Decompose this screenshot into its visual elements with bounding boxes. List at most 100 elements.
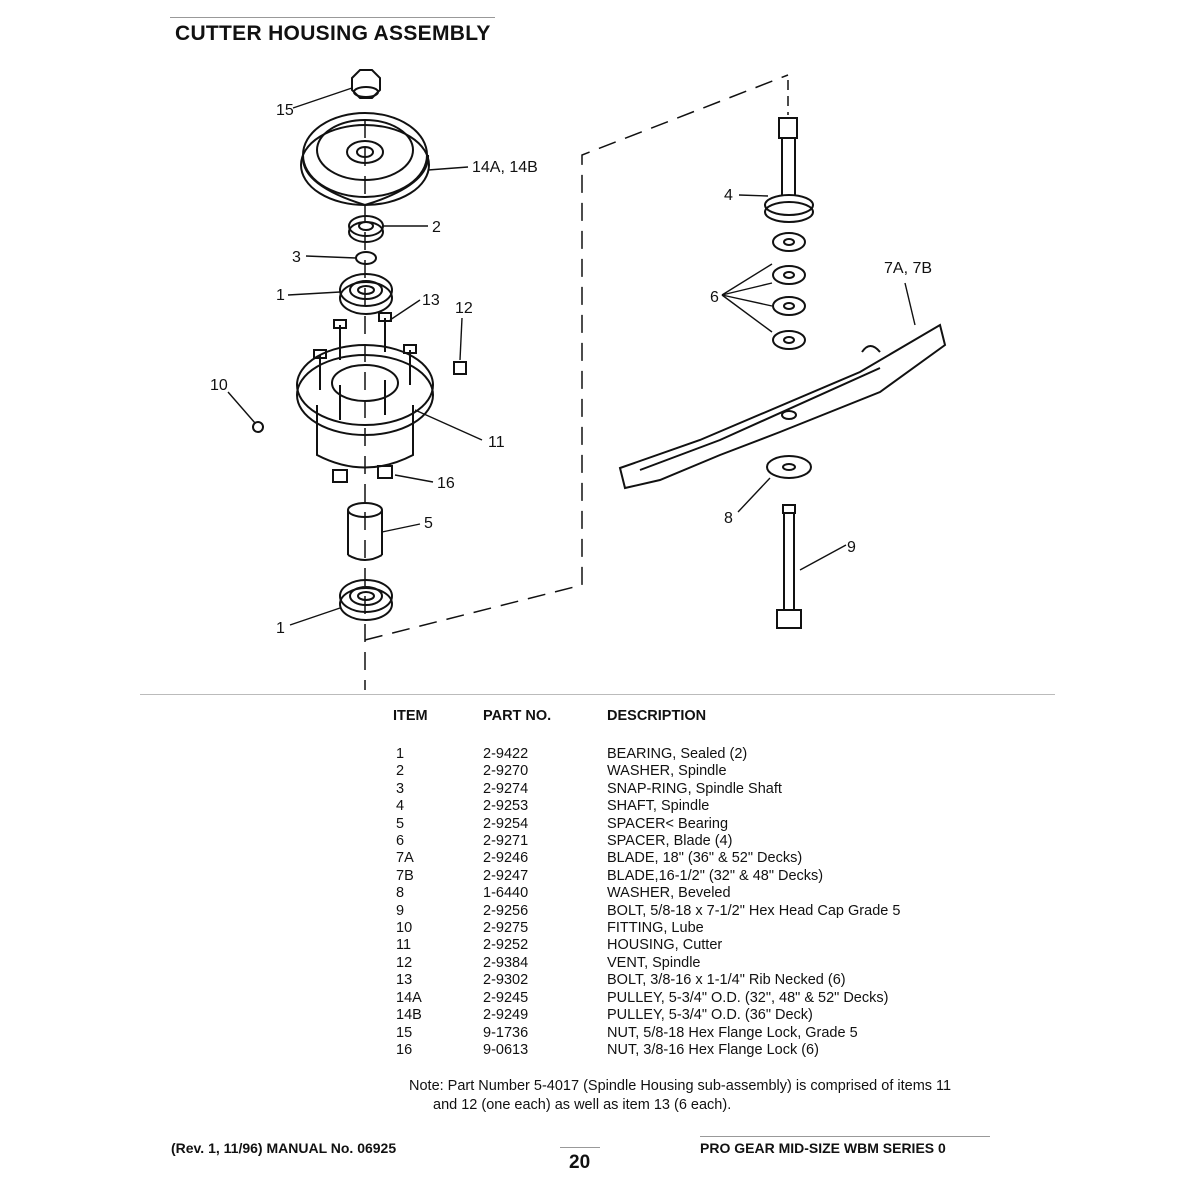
part-no-cell: 2-9247	[483, 867, 529, 884]
lube-fitting-part	[252, 421, 264, 433]
item-cell: 2	[396, 763, 405, 780]
header-part-no: PART NO.	[483, 708, 552, 724]
part-no-cell: 2-9246	[483, 850, 529, 867]
part-no-cell: 2-9384	[483, 954, 529, 971]
title-rule	[170, 17, 495, 18]
part-no-cell: 2-9271	[483, 833, 529, 850]
table-row: 12 2-9384 VENT, Spindle	[393, 955, 900, 972]
callout-15: 15	[276, 102, 294, 119]
description-cell: SNAP-RING, Spindle Shaft	[607, 780, 782, 797]
part-no-cell: 9-1736	[483, 1024, 529, 1041]
callout-13: 13	[422, 292, 440, 309]
callout-11: 11	[488, 434, 505, 451]
item-cell: 11	[396, 937, 412, 954]
callout-2: 2	[432, 219, 441, 236]
callout-1-bottom: 1	[276, 620, 285, 637]
header-item: ITEM	[393, 708, 428, 724]
item-cell: 13	[396, 972, 413, 989]
part-no-cell: 9-0613	[483, 1041, 529, 1058]
item-cell: 12	[396, 954, 413, 971]
footer-manual-info: (Rev. 1, 11/96) MANUAL No. 06925	[171, 1140, 397, 1156]
callout-7: 7A, 7B	[884, 260, 932, 277]
part-no-cell: 1-6440	[483, 885, 529, 902]
part-no-cell: 2-9422	[483, 746, 529, 762]
item-cell: 10	[396, 920, 413, 937]
beveled-washer-part	[766, 455, 812, 479]
description-cell: SPACER< Bearing	[607, 815, 729, 832]
footer-rule	[700, 1136, 990, 1137]
part-no-cell: 2-9256	[483, 902, 529, 919]
description-cell: SPACER, Blade (4)	[607, 833, 733, 850]
table-row: 15 9-1736 NUT, 5/8-18 Hex Flange Lock, Gra…	[393, 1025, 900, 1042]
callout-8: 8	[724, 510, 733, 527]
bearing-top-part	[339, 273, 393, 315]
callout-14: 14A, 14B	[472, 159, 538, 176]
description-cell: BLADE, 18" (36" & 52" Decks)	[607, 850, 803, 867]
vent-part	[453, 361, 467, 375]
description-cell: BEARING, Sealed (2)	[607, 746, 748, 762]
table-row: 3 2-9274 SNAP-RING, Spindle Shaft	[393, 781, 900, 798]
page-number: 20	[569, 1152, 591, 1173]
description-cell: WASHER, Spindle	[607, 763, 727, 780]
description-cell: WASHER, Beveled	[607, 885, 731, 902]
spindle-shaft-part	[764, 117, 814, 223]
page-number-rule	[560, 1147, 600, 1148]
description-cell: SHAFT, Spindle	[607, 798, 710, 815]
spindle-washer-part	[348, 215, 384, 243]
item-cell: 7B	[396, 867, 414, 884]
description-cell: BOLT, 5/8-18 x 7-1/2" Hex Head Cap Grade…	[607, 902, 901, 919]
parts-list-table: ITEM PART NO. DESCRIPTION 1 2-9422 BEARING…	[393, 708, 900, 1059]
table-row: 8 1-6440 WASHER, Beveled	[393, 885, 900, 902]
part-no-cell: 2-9252	[483, 937, 529, 954]
description-cell: BOLT, 3/8-16 x 1-1/4" Rib Necked (6)	[607, 972, 846, 989]
table-row: 14A 2-9245 PULLEY, 5-3/4" O.D. (32", 48" &…	[393, 990, 900, 1007]
table-row: 10 2-9275 FITTING, Lube	[393, 920, 900, 937]
item-cell: 8	[396, 885, 405, 902]
table-row: 4 2-9253 SHAFT, Spindle	[393, 798, 900, 815]
description-cell: BLADE,16-1/2" (32" & 48" Decks)	[607, 867, 824, 884]
part-no-cell: 2-9245	[483, 989, 529, 1006]
item-cell: 14A	[396, 989, 422, 1006]
item-cell: 16	[396, 1041, 413, 1058]
description-cell: NUT, 5/8-18 Hex Flange Lock, Grade 5	[607, 1024, 858, 1041]
item-cell: 14B	[396, 1007, 422, 1024]
hex-bolt-part	[776, 504, 802, 629]
item-cell: 4	[396, 798, 405, 815]
item-cell: 9	[396, 902, 405, 919]
exploded-parts-diagram: 15 14A, 14B 2 3 1 13 12 10 11 16 5 1 4 7…	[210, 69, 947, 690]
item-cell: 15	[396, 1024, 413, 1041]
callout-1-top: 1	[276, 287, 285, 304]
description-cell: PULLEY, 5-3/4" O.D. (36" Deck)	[607, 1007, 813, 1024]
part-no-cell: 2-9253	[483, 798, 529, 815]
description-cell: HOUSING, Cutter	[607, 937, 723, 954]
part-no-cell: 2-9270	[483, 763, 529, 780]
description-cell: FITTING, Lube	[607, 920, 704, 937]
footer-series: PRO GEAR MID-SIZE WBM SERIES 0	[700, 1140, 946, 1156]
description-cell: VENT, Spindle	[607, 954, 701, 971]
bearing-bottom-part	[339, 579, 393, 621]
assembly-note: Note: Part Number 5-4017 (Spindle Housin…	[409, 1077, 1009, 1115]
mower-blade-part	[618, 323, 947, 490]
page-title: CUTTER HOUSING ASSEMBLY	[175, 22, 491, 45]
part-no-cell: 2-9275	[483, 920, 529, 937]
table-header-row: ITEM PART NO. DESCRIPTION	[393, 708, 900, 746]
callout-9: 9	[847, 539, 856, 556]
description-cell: NUT, 3/8-16 Hex Flange Lock (6)	[607, 1041, 819, 1058]
part-no-cell: 2-9274	[483, 780, 529, 797]
table-row: 9 2-9256 BOLT, 5/8-18 x 7-1/2" Hex Head Ca…	[393, 903, 900, 920]
header-description: DESCRIPTION	[607, 708, 707, 724]
note-line-2: and 12 (one each) as well as item 13 (6 …	[433, 1097, 732, 1113]
part-no-cell: 2-9249	[483, 1007, 529, 1024]
item-cell: 5	[396, 815, 405, 832]
item-cell: 3	[396, 780, 405, 797]
item-cell: 1	[396, 746, 405, 762]
flange-nut-part	[351, 69, 381, 99]
description-cell: PULLEY, 5-3/4" O.D. (32", 48" & 52" Deck…	[607, 989, 889, 1006]
pulley-part	[300, 112, 430, 207]
